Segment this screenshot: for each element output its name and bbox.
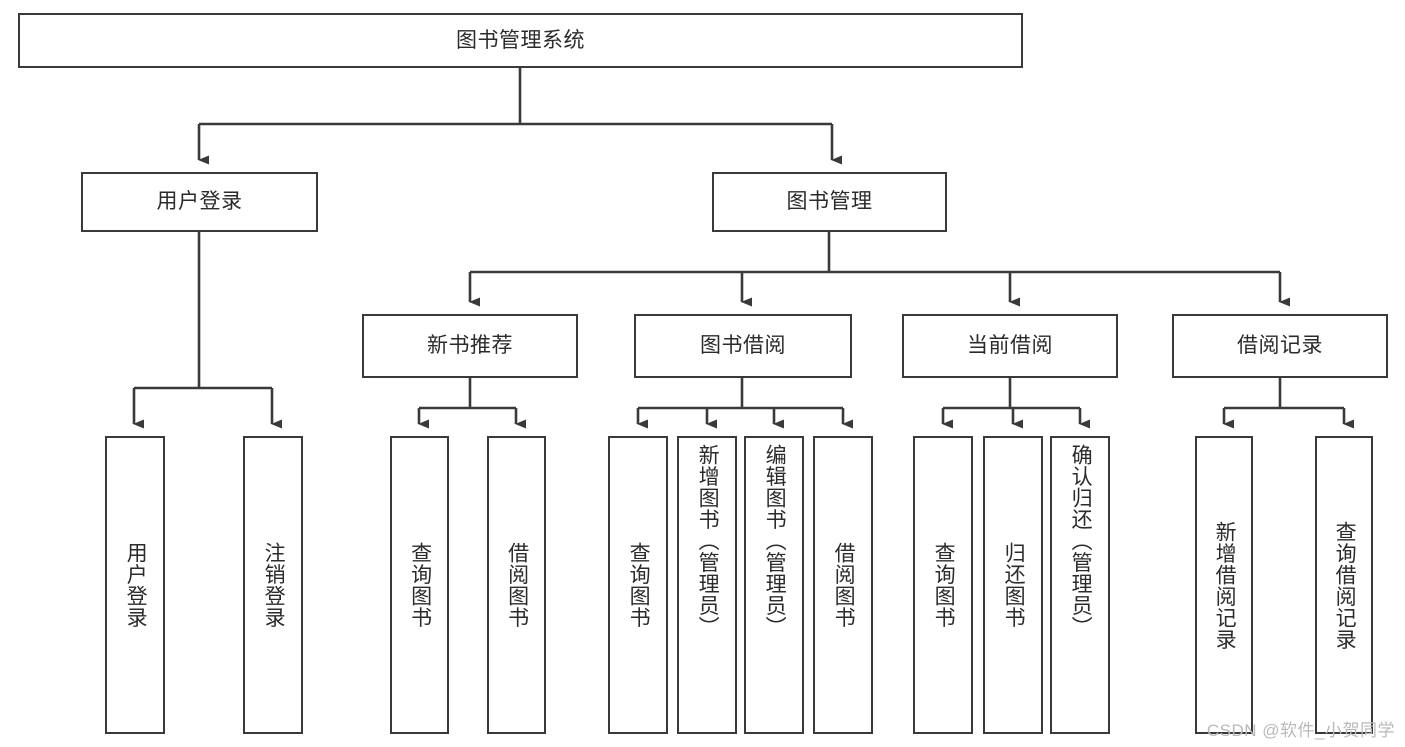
node-root-label: 图书管理系统 [456, 28, 585, 52]
node-leaf-confirm-return-admin[interactable]: 确认归还（管理员） [1050, 436, 1110, 734]
node-leaf-user-login[interactable]: 用户登录 [105, 436, 165, 734]
node-borrow-record-label: 借阅记录 [1237, 334, 1323, 358]
node-leaf-user-logout[interactable]: 注销登录 [243, 436, 303, 734]
node-new-book-rec-label: 新书推荐 [427, 334, 513, 358]
node-leaf-query-borrow-record-label: 查询借阅记录 [1333, 520, 1357, 650]
node-book-borrow[interactable]: 图书借阅 [634, 314, 852, 378]
node-leaf-rec-borrow-book[interactable]: 借阅图书 [487, 436, 546, 734]
node-borrow-record[interactable]: 借阅记录 [1172, 314, 1388, 378]
node-leaf-borrow-book-label: 借阅图书 [832, 542, 856, 628]
watermark-text: CSDN @软件_小贺同学 [1206, 721, 1395, 740]
node-book-manage[interactable]: 图书管理 [712, 172, 947, 232]
node-leaf-query-borrow-record[interactable]: 查询借阅记录 [1315, 436, 1373, 734]
node-leaf-rec-query-book[interactable]: 查询图书 [390, 436, 449, 734]
node-leaf-borrow-book[interactable]: 借阅图书 [813, 436, 873, 734]
node-leaf-confirm-return-admin-label: 确认归还（管理员） [1069, 444, 1093, 638]
node-leaf-rec-borrow-book-label: 借阅图书 [505, 542, 529, 628]
node-current-borrow-label: 当前借阅 [967, 334, 1053, 358]
node-leaf-cur-query-book[interactable]: 查询图书 [913, 436, 973, 734]
node-leaf-edit-book-admin-label: 编辑图书（管理员） [763, 444, 787, 638]
node-user-login[interactable]: 用户登录 [81, 172, 318, 232]
node-root[interactable]: 图书管理系统 [18, 13, 1023, 68]
node-new-book-rec[interactable]: 新书推荐 [362, 314, 578, 378]
node-leaf-return-book[interactable]: 归还图书 [983, 436, 1043, 734]
node-leaf-add-borrow-record-label: 新增借阅记录 [1213, 520, 1237, 650]
node-leaf-borrow-query-book[interactable]: 查询图书 [608, 436, 668, 734]
node-leaf-rec-query-book-label: 查询图书 [408, 542, 432, 628]
node-user-login-label: 用户登录 [156, 190, 243, 214]
node-leaf-borrow-query-book-label: 查询图书 [627, 542, 651, 628]
node-book-manage-label: 图书管理 [786, 190, 873, 214]
node-leaf-add-book-admin[interactable]: 新增图书（管理员） [677, 436, 737, 734]
node-leaf-add-book-admin-label: 新增图书（管理员） [696, 444, 720, 638]
node-leaf-add-borrow-record[interactable]: 新增借阅记录 [1195, 436, 1253, 734]
node-current-borrow[interactable]: 当前借阅 [902, 314, 1118, 378]
node-book-borrow-label: 图书借阅 [700, 334, 786, 358]
node-leaf-edit-book-admin[interactable]: 编辑图书（管理员） [744, 436, 804, 734]
node-leaf-cur-query-book-label: 查询图书 [932, 542, 956, 628]
node-leaf-user-logout-label: 注销登录 [262, 542, 286, 628]
node-leaf-user-login-label: 用户登录 [124, 542, 148, 628]
node-leaf-return-book-label: 归还图书 [1002, 542, 1026, 628]
